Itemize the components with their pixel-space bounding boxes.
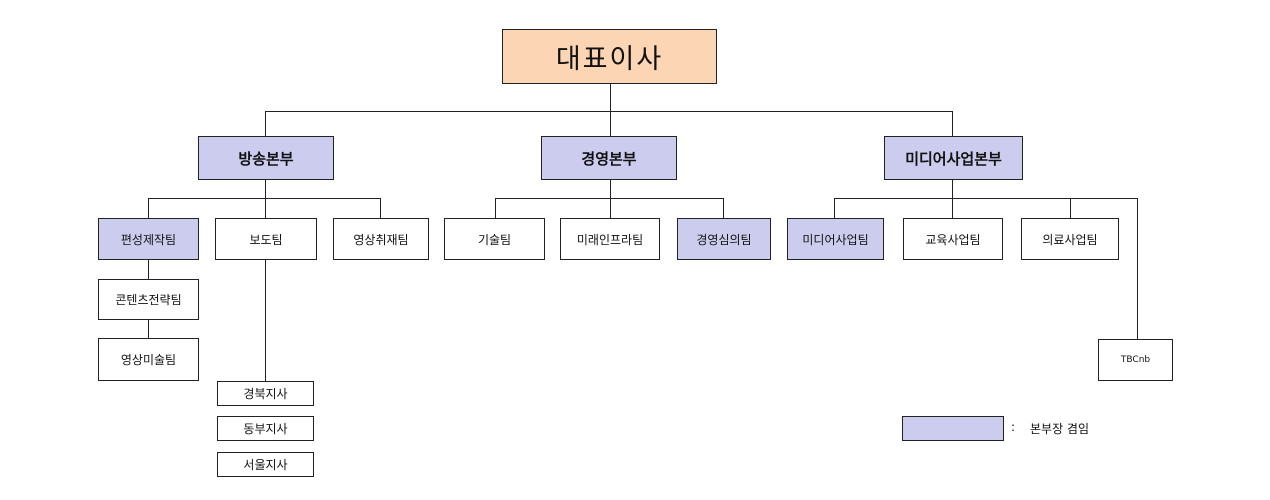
division-media-business: 미디어사업본부	[884, 136, 1023, 180]
legend-separator: :	[1011, 420, 1016, 434]
legend-swatch	[902, 416, 1004, 441]
division-broadcasting: 방송본부	[198, 136, 334, 180]
team-medical-business: 의료사업팀	[1021, 218, 1119, 260]
team-tbcnb: TBCnb	[1098, 339, 1173, 381]
branch-east: 동부지사	[217, 416, 314, 441]
team-news: 보도팀	[215, 218, 317, 260]
team-technology: 기술팀	[444, 218, 545, 260]
ceo-box: 대표이사	[502, 29, 717, 84]
team-media-business: 미디어사업팀	[787, 218, 884, 260]
team-future-infra: 미래인프라팀	[560, 218, 660, 260]
branch-seoul: 서울지사	[217, 452, 314, 477]
team-education-business: 교육사업팀	[903, 218, 1003, 260]
division-management: 경영본부	[541, 136, 677, 180]
legend-label: 본부장 겸임	[1030, 422, 1090, 436]
team-management-review: 경영심의팀	[677, 218, 771, 260]
team-content-strategy: 콘텐츠전략팀	[98, 279, 199, 320]
team-video-coverage: 영상취재팀	[333, 218, 429, 260]
branch-gyeongbuk: 경북지사	[217, 381, 314, 406]
team-video-art: 영상미술팀	[98, 338, 199, 381]
team-programming-production: 편성제작팀	[98, 218, 199, 260]
